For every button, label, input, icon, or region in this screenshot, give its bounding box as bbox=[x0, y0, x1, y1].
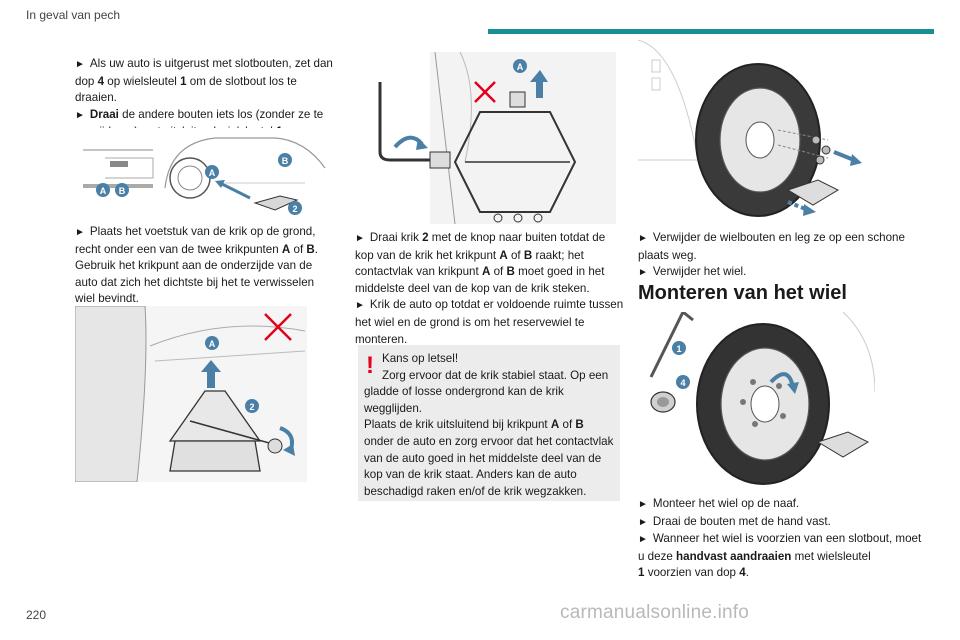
jack-points-illustration: A B 2 A B bbox=[75, 128, 330, 220]
header-accent-bar bbox=[488, 29, 934, 34]
label-A: A bbox=[209, 168, 216, 178]
col3-para-5: ►Wanneer het wiel is voorzien van een sl… bbox=[638, 532, 922, 580]
label-B: B bbox=[119, 186, 126, 196]
bullet-arrow-icon: ► bbox=[638, 499, 648, 510]
label-2: 2 bbox=[292, 204, 297, 214]
warning-text: Kans op letsel! Zorg ervoor dat de krik … bbox=[364, 351, 614, 500]
warning-box bbox=[358, 345, 620, 501]
warning-title: Kans op letsel! bbox=[382, 352, 459, 365]
page-number: 220 bbox=[26, 608, 47, 622]
warning-exclamation-icon: ! bbox=[366, 352, 374, 379]
label-B: B bbox=[282, 156, 289, 166]
label-4: 4 bbox=[680, 378, 685, 388]
bullet-arrow-icon: ► bbox=[638, 534, 648, 546]
col3-text-bottom: ►Monteer het wiel op de naaf. ►Draai de … bbox=[638, 496, 928, 582]
col2-text: ►Draai krik 2 met de knop naar buiten to… bbox=[355, 230, 625, 348]
col3-para-3: ►Monteer het wiel op de naaf. bbox=[638, 497, 800, 510]
col1-para-1: ►Als uw auto is uitgerust met slotbouten… bbox=[75, 57, 333, 105]
bullet-arrow-icon: ► bbox=[75, 59, 85, 70]
wheel-mounting-illustration: 1 4 bbox=[643, 310, 876, 488]
wheel-removal-illustration bbox=[637, 39, 884, 220]
label-A: A bbox=[100, 186, 107, 196]
bullet-arrow-icon: ► bbox=[75, 227, 85, 238]
col3-para-1: ►Verwijder de wielbouten en leg ze op ee… bbox=[638, 231, 905, 262]
col3-para-2: ►Verwijder het wiel. bbox=[638, 265, 747, 279]
bullet-arrow-icon: ► bbox=[638, 233, 648, 244]
bullet-arrow-icon: ► bbox=[638, 516, 648, 528]
jack-raising-illustration: A bbox=[370, 51, 616, 225]
col2-para-2: ►Krik de auto op totdat er voldoende rui… bbox=[355, 298, 624, 346]
jack-placement-illustration: A 2 bbox=[74, 305, 307, 483]
col1-para-3: ►Plaats het voetstuk van de krik op de g… bbox=[75, 225, 319, 306]
warning-line-1: Zorg ervoor dat de krik stabiel staat. O… bbox=[364, 368, 609, 415]
bullet-arrow-icon: ► bbox=[638, 267, 648, 279]
header-title: In geval van pech bbox=[26, 8, 121, 22]
label-A: A bbox=[209, 339, 216, 349]
watermark: carmanualsonline.info bbox=[560, 602, 750, 623]
bullet-arrow-icon: ► bbox=[75, 109, 85, 121]
bullet-arrow-icon: ► bbox=[355, 233, 365, 244]
col1-text-mid: ►Plaats het voetstuk van de krik op de g… bbox=[75, 224, 337, 308]
label-1: 1 bbox=[676, 344, 681, 354]
warning-line-2: Plaats de krik uitsluitend bij krikpunt … bbox=[364, 418, 614, 498]
label-A: A bbox=[517, 62, 524, 72]
bullet-arrow-icon: ► bbox=[355, 300, 365, 312]
col2-para-1: ►Draai krik 2 met de knop naar buiten to… bbox=[355, 231, 606, 295]
section-heading: Monteren van het wiel bbox=[638, 282, 847, 304]
col3-para-4: ►Draai de bouten met de hand vast. bbox=[638, 514, 831, 528]
label-2: 2 bbox=[249, 402, 254, 412]
col3-text-top: ►Verwijder de wielbouten en leg ze op ee… bbox=[638, 230, 928, 282]
